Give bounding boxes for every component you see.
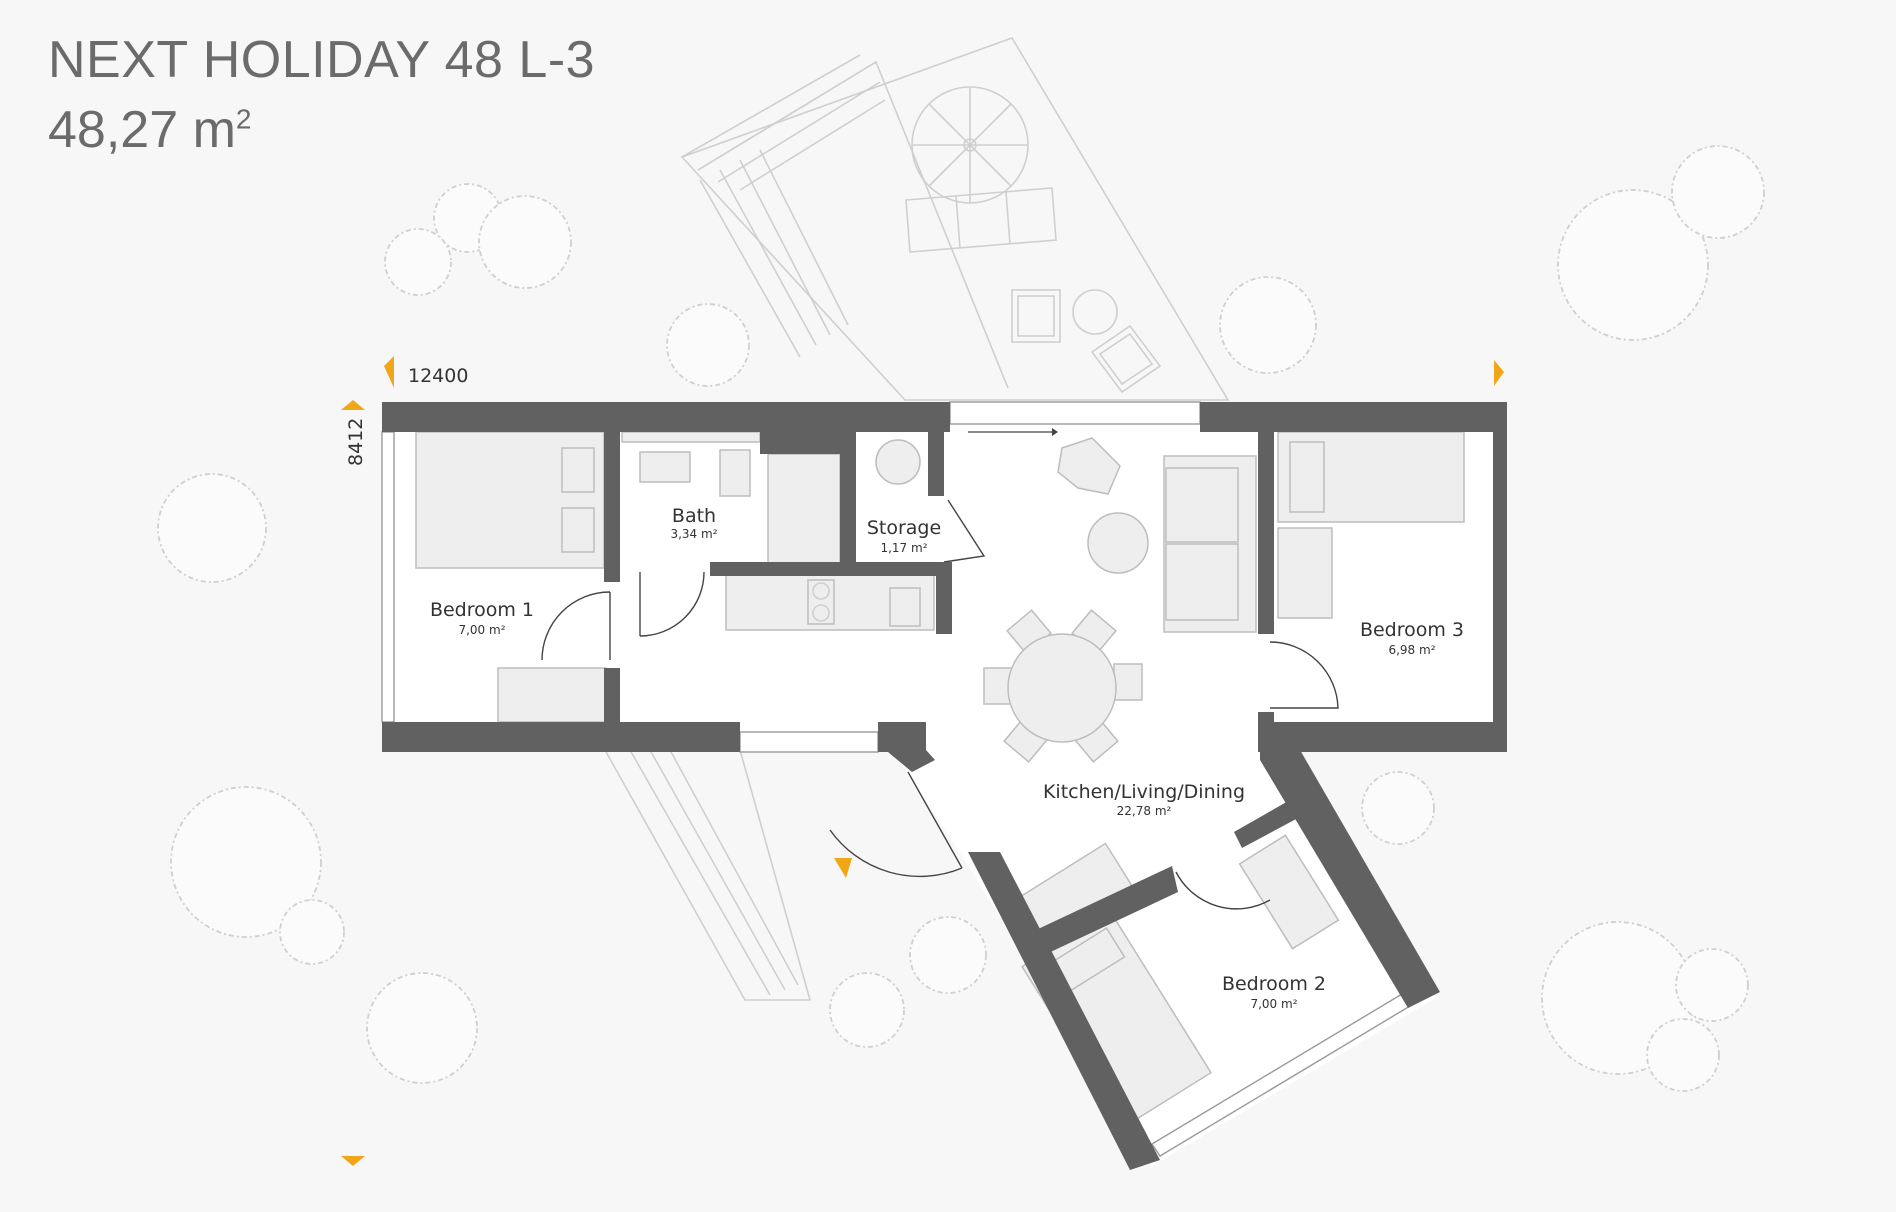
dining-table-icon bbox=[983, 609, 1143, 763]
dim-arrow-bottom-icon bbox=[341, 1156, 365, 1166]
tree-icon bbox=[666, 303, 750, 387]
room-name-bedroom-1: Bedroom 1 bbox=[430, 599, 534, 621]
shower-icon bbox=[767, 453, 841, 565]
tree-icon bbox=[1646, 1018, 1720, 1092]
parasol-icon bbox=[911, 86, 1029, 204]
window-living-south bbox=[739, 731, 879, 753]
window-bedroom-1 bbox=[381, 431, 395, 723]
plan-total-area: 48,27 m2 bbox=[48, 100, 251, 160]
walls bbox=[382, 402, 1507, 1170]
tree-icon bbox=[1219, 276, 1317, 374]
tree-icon bbox=[909, 916, 987, 994]
room-area-storage: 1,17 m² bbox=[880, 541, 927, 555]
room-area-kitchen-living-dining: 22,78 m² bbox=[1117, 804, 1172, 818]
door-bedroom-1 bbox=[541, 591, 611, 661]
sun-lounger-icon bbox=[905, 187, 1057, 253]
plan-title: NEXT HOLIDAY 48 L-3 bbox=[48, 31, 596, 89]
desk-icon bbox=[1238, 834, 1340, 950]
room-name-kitchen-living-dining: Kitchen/Living/Dining bbox=[1043, 781, 1245, 803]
tree-icon bbox=[1671, 145, 1765, 239]
chair-icon bbox=[1011, 289, 1162, 394]
room-name-bath: Bath bbox=[672, 505, 716, 527]
room-name-bedroom-2: Bedroom 2 bbox=[1222, 973, 1326, 995]
room-name-storage: Storage bbox=[867, 517, 941, 539]
plan-area-exponent: 2 bbox=[235, 103, 252, 135]
entrance-arrow-icon bbox=[834, 858, 852, 878]
kitchen-sink-icon bbox=[889, 587, 921, 627]
room-name-bedroom-3: Bedroom 3 bbox=[1360, 619, 1464, 641]
dim-arrow-right-icon bbox=[1494, 360, 1504, 386]
sink-icon bbox=[639, 451, 691, 483]
width-dimension: 12400 bbox=[408, 365, 468, 387]
entrance-door bbox=[829, 829, 963, 878]
door-storage bbox=[943, 499, 986, 563]
boiler-icon bbox=[875, 439, 921, 485]
tree-icon bbox=[157, 473, 267, 583]
tree-icon bbox=[1557, 189, 1709, 341]
room-area-bedroom-3: 6,98 m² bbox=[1388, 643, 1435, 657]
tree-icon bbox=[279, 899, 345, 965]
room-labels: Bedroom 1 7,00 m² Bath 3,34 m² Storage 1… bbox=[430, 505, 1464, 1011]
tree-icon bbox=[170, 786, 322, 938]
depth-dimension: 8412 bbox=[345, 418, 367, 466]
tree-icon bbox=[829, 972, 905, 1048]
window-terrace-slider bbox=[949, 401, 1201, 425]
wardrobe-icon bbox=[497, 667, 607, 723]
dim-arrow-top-icon bbox=[341, 400, 365, 410]
tree-icon bbox=[1675, 948, 1749, 1022]
cooktop-icon bbox=[807, 579, 835, 625]
door-bath bbox=[639, 571, 705, 637]
dim-arrow-left-icon bbox=[384, 356, 394, 388]
pouf-icon bbox=[1057, 437, 1121, 495]
tree-icon bbox=[384, 228, 452, 296]
tree-icon bbox=[1361, 771, 1435, 845]
tree-icon bbox=[366, 972, 478, 1084]
side-table-icon bbox=[1087, 512, 1149, 574]
door-bedroom-3 bbox=[1269, 641, 1339, 709]
furniture bbox=[415, 431, 1465, 1129]
room-area-bedroom-2: 7,00 m² bbox=[1250, 997, 1297, 1011]
door-bedroom-2 bbox=[1175, 871, 1271, 910]
outdoor-context bbox=[157, 37, 1765, 1092]
doors bbox=[541, 499, 1339, 910]
wardrobe-icon bbox=[1277, 527, 1333, 619]
tree-icon bbox=[478, 195, 572, 289]
room-area-bath: 3,34 m² bbox=[670, 527, 717, 541]
toilet-icon bbox=[719, 449, 751, 497]
room-area-bedroom-1: 7,00 m² bbox=[458, 623, 505, 637]
dimensions: 12400 8412 bbox=[341, 356, 1504, 1166]
plan-area-value: 48,27 m bbox=[48, 101, 236, 159]
